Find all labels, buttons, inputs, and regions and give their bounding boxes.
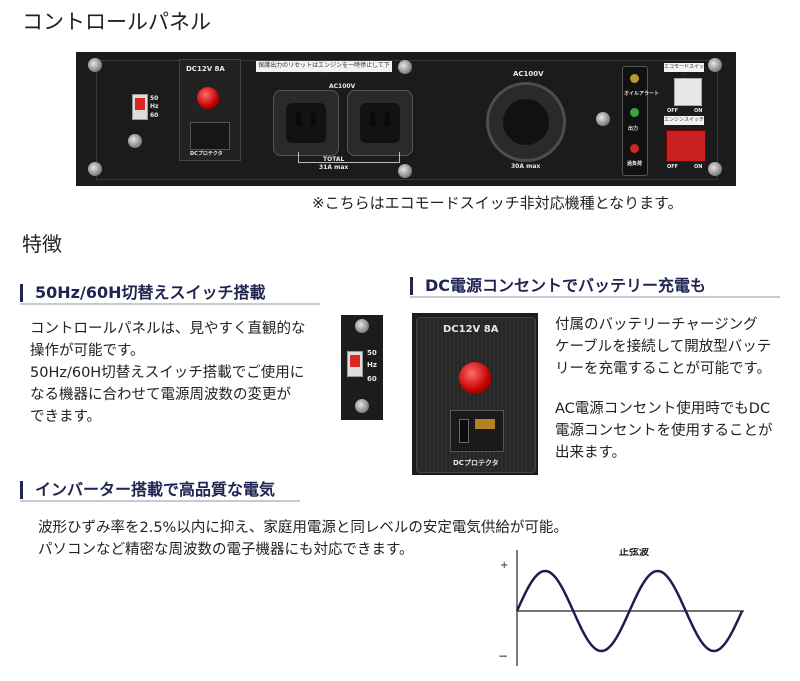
sine-minus-label: −	[498, 649, 508, 663]
engine-off-label: OFF	[667, 164, 679, 170]
section3-text: 波形ひずみ率を2.5%以内に抑え、家庭用電源と同レベルの安定電気供給が可能。 パ…	[38, 520, 568, 558]
section1-text: コントロールパネルは、見やすく直観的な 操作が可能です。 50Hz/60H切替え…	[30, 321, 306, 425]
dc-outlet-plate: DC12V 8A DCプロテクタ	[179, 59, 241, 161]
engine-switch[interactable]	[666, 130, 706, 162]
reset-sticker: 保護出力のリセットはエンジンを一時停止して下さい	[256, 61, 392, 79]
ac-label-left: AC100V	[329, 83, 356, 90]
screw-icon	[355, 399, 369, 413]
twist-max-label: 30A max	[511, 163, 541, 170]
dc-protector-label: DCプロテクタ	[190, 151, 223, 157]
frequency-switch[interactable]	[132, 94, 148, 120]
total-bracket	[298, 152, 400, 163]
frequency-switch-closeup	[347, 351, 363, 377]
section2-text-1: 付属のバッテリーチャージング ケーブルを接続して開放型バッテ リーを充電すること…	[555, 317, 772, 377]
oil-alert-label: オイルアラート	[624, 91, 660, 97]
dc-label: DC12V 8A	[186, 65, 225, 73]
dc-socket-photo	[450, 410, 504, 452]
freq-label-60: 60	[150, 112, 159, 119]
overload-label: 過負荷	[627, 161, 643, 167]
eco-switch[interactable]	[674, 78, 702, 106]
sine-wave-line	[515, 569, 744, 653]
photo-freq-60: 60	[367, 375, 377, 383]
indicator-panel	[622, 66, 648, 176]
section3-underline	[20, 500, 300, 502]
dc-protector-button[interactable]	[197, 87, 219, 109]
ac-outlet-2	[347, 90, 413, 156]
sine-wave-chart: 正弦波 + −	[498, 548, 744, 666]
section2-heading: DC電源コンセントでバッテリー充電も	[410, 277, 706, 295]
total-label: TOTAL	[323, 156, 345, 163]
photo-protector-button	[459, 362, 491, 394]
ac-label-right: AC100V	[513, 70, 544, 78]
screw-icon	[398, 60, 412, 74]
section2-underline	[410, 296, 780, 298]
oil-alert-led	[630, 74, 639, 83]
frequency-switch-photo: 50 Hz 60	[341, 315, 383, 420]
screw-icon	[355, 319, 369, 333]
sine-title: 正弦波	[619, 548, 650, 558]
photo-dc-label: DC12V 8A	[443, 324, 499, 335]
dc-socket	[190, 122, 230, 150]
output-label: 出力	[628, 126, 639, 132]
ac-outlet-1	[273, 90, 339, 156]
eco-on-label: ON	[694, 108, 703, 114]
freq-label-hz: Hz	[150, 103, 159, 110]
dc-outlet-photo: DC12V 8A DCプロテクタ	[412, 313, 538, 475]
eco-switch-label: エコモードスイッチ	[664, 63, 705, 79]
section2-text-2: AC電源コンセント使用時でもDC 電源コンセントを使用することが 出来ます。	[555, 401, 773, 461]
total-value: 31A max	[319, 164, 349, 171]
screw-icon	[708, 162, 722, 176]
eco-mode-note: ※こちらはエコモードスイッチ非対応機種となります。	[312, 194, 683, 212]
features-heading: 特徴	[22, 232, 62, 256]
photo-protector-label: DCプロテクタ	[453, 459, 499, 467]
screw-icon	[128, 134, 142, 148]
section3-heading: インバーター搭載で高品質な電気	[20, 481, 275, 499]
sine-plus-label: +	[500, 560, 508, 571]
screw-icon	[88, 58, 102, 72]
section1-heading: 50Hz/60H切替えスイッチ搭載	[20, 284, 265, 302]
engine-on-label: ON	[694, 164, 703, 170]
output-led	[630, 108, 639, 117]
page-title: コントロールパネル	[22, 10, 211, 34]
screw-icon	[398, 164, 412, 178]
control-panel-photo: 50 Hz 60 DC12V 8A DCプロテクタ 保護出力のリセットはエンジン…	[76, 52, 736, 186]
engine-switch-label: エンジンスイッチ	[664, 116, 704, 125]
screw-icon	[88, 162, 102, 176]
photo-freq-50: 50	[367, 349, 377, 357]
eco-off-label: OFF	[667, 108, 679, 114]
section1-underline	[20, 303, 320, 305]
twist-lock-outlet	[486, 82, 566, 162]
photo-freq-hz: Hz	[367, 361, 377, 369]
overload-led	[630, 144, 639, 153]
screw-icon	[596, 112, 610, 126]
freq-label-50: 50	[150, 95, 159, 102]
screw-icon	[708, 58, 722, 72]
